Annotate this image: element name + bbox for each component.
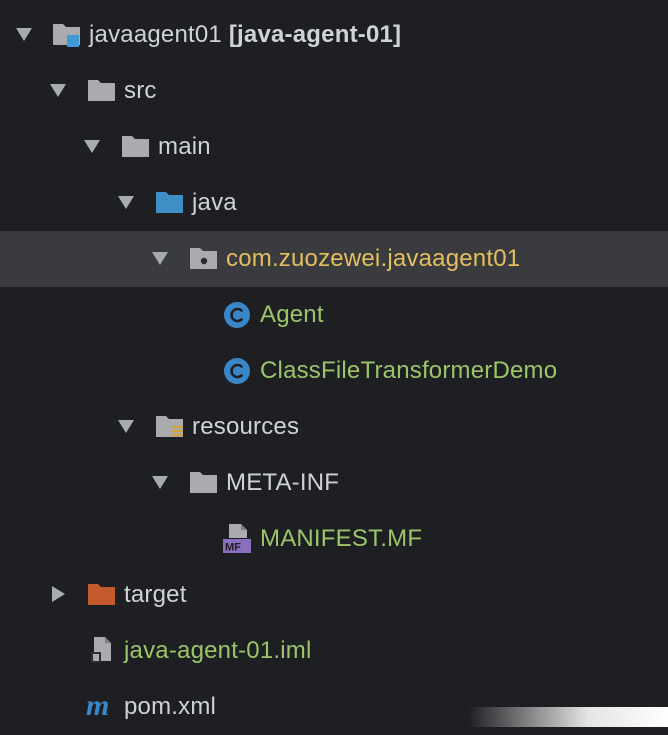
tree-label-metainf: META-INF	[226, 469, 340, 496]
tree-label-package: com.zuozewei.javaagent01	[226, 245, 521, 272]
svg-text:m: m	[86, 691, 109, 721]
tree-row-resources[interactable]: resources	[0, 399, 668, 455]
resources-folder-icon	[155, 413, 185, 439]
tree-row-pom[interactable]: m pom.xml	[0, 679, 668, 735]
excluded-folder-icon	[87, 581, 117, 607]
chevron-down-icon[interactable]	[118, 420, 134, 433]
tree-label-iml: java-agent-01.iml	[124, 637, 312, 664]
tree-label-root: javaagent01 [java-agent-01]	[89, 21, 402, 48]
tree-label-manifest: MANIFEST.MF	[260, 525, 423, 552]
tree-label-resources: resources	[192, 413, 300, 440]
module-folder-icon	[52, 21, 82, 47]
maven-icon: m	[86, 691, 116, 721]
tree-row-manifest[interactable]: MF MANIFEST.MF	[0, 511, 668, 567]
tree-row-transformer[interactable]: ClassFileTransformerDemo	[0, 343, 668, 399]
tree-label-java: java	[192, 189, 237, 216]
tree-row-root[interactable]: javaagent01 [java-agent-01]	[0, 7, 668, 63]
tree-row-java[interactable]: java	[0, 175, 668, 231]
project-tree: javaagent01 [java-agent-01] src main jav…	[0, 7, 668, 735]
folder-icon	[87, 77, 117, 103]
chevron-down-icon[interactable]	[16, 28, 32, 41]
tree-row-agent[interactable]: Agent	[0, 287, 668, 343]
tree-row-metainf[interactable]: META-INF	[0, 455, 668, 511]
package-icon	[189, 245, 219, 271]
tree-label-target: target	[124, 581, 187, 608]
tree-label-pom: pom.xml	[124, 693, 217, 720]
folder-icon	[121, 133, 151, 159]
tree-row-main[interactable]: main	[0, 119, 668, 175]
chevron-right-icon[interactable]	[52, 586, 65, 602]
iml-file-icon	[89, 635, 119, 663]
chevron-down-icon[interactable]	[118, 196, 134, 209]
class-icon	[222, 300, 252, 328]
tree-label-main: main	[158, 133, 211, 160]
tree-row-iml[interactable]: java-agent-01.iml	[0, 623, 668, 679]
tree-label-agent: Agent	[260, 301, 324, 328]
folder-icon	[189, 469, 219, 495]
chevron-down-icon[interactable]	[152, 252, 168, 265]
class-icon	[222, 356, 252, 384]
source-folder-icon	[155, 189, 185, 215]
manifest-file-icon: MF	[223, 522, 253, 554]
chevron-down-icon[interactable]	[50, 84, 66, 97]
tree-label-src: src	[124, 77, 157, 104]
svg-text:MF: MF	[225, 542, 241, 554]
bottom-edge-artifact	[468, 707, 668, 727]
tree-row-package[interactable]: com.zuozewei.javaagent01	[0, 231, 668, 287]
tree-row-src[interactable]: src	[0, 63, 668, 119]
tree-label-transformer: ClassFileTransformerDemo	[260, 357, 558, 384]
chevron-down-icon[interactable]	[152, 476, 168, 489]
chevron-down-icon[interactable]	[84, 140, 100, 153]
tree-row-target[interactable]: target	[0, 567, 668, 623]
